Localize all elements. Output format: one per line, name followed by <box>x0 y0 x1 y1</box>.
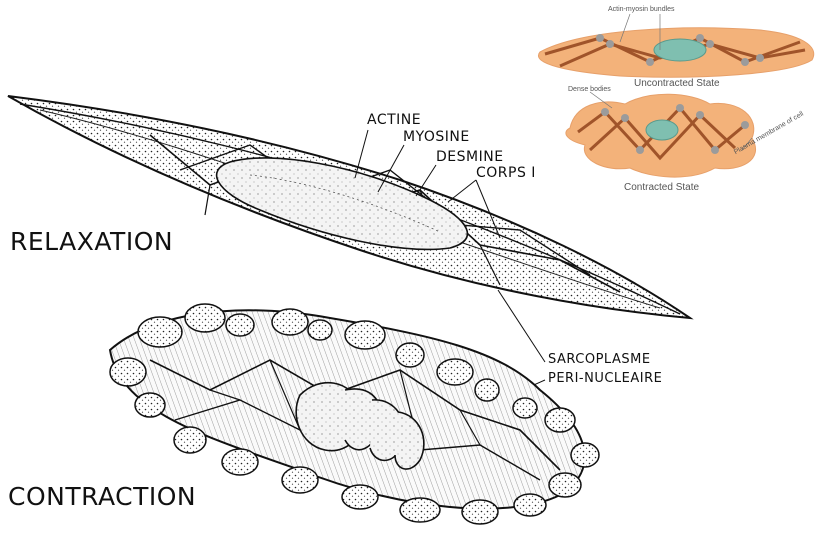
inset-top-caption: Actin-myosin bundles <box>608 6 675 13</box>
actine-label: ACTINE <box>367 112 421 128</box>
corps-label: CORPS I <box>476 165 536 181</box>
inset-uncontracted-caption: Uncontracted State <box>634 78 720 89</box>
contraction-label: CONTRACTION <box>8 482 196 511</box>
myosine-label: MYOSINE <box>403 129 470 145</box>
inset-contracted-caption: Contracted State <box>624 182 699 193</box>
inset-contracted <box>566 92 756 177</box>
relaxation-label: RELAXATION <box>10 227 173 256</box>
desmine-label: DESMINE <box>436 149 504 165</box>
sarcoplasme-label: SARCOPLASME <box>548 352 651 367</box>
peri-nucleaire-label: PERI-NUCLEAIRE <box>548 371 662 386</box>
inset-dense-bodies-caption: Dense bodies <box>568 86 611 93</box>
inset-uncontracted <box>538 14 813 77</box>
